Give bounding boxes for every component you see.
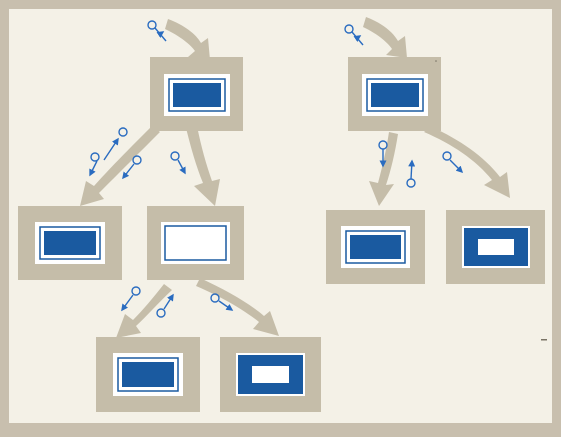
key-icon-grandchild-branch-3 <box>210 293 234 311</box>
key-icon-right-branch-3 <box>442 151 464 174</box>
screen-root-right <box>348 57 441 131</box>
key-icon-right-branch-1 <box>378 140 388 168</box>
key-icon-grandchild-branch-2 <box>156 293 174 318</box>
screen-left-child-right <box>147 206 244 280</box>
screen-root-left <box>150 57 243 131</box>
key-icon-grandchild-branch-1 <box>121 286 141 312</box>
big-arrow-icon-middle-to-grandchild-left <box>116 284 172 338</box>
screen-left-child-left <box>18 206 122 280</box>
screen-right-child-right <box>446 210 545 284</box>
screen-grandchild-left <box>96 337 200 412</box>
paper-specks <box>435 60 547 341</box>
big-arrow-icon-middle-to-grandchild-right <box>196 278 279 336</box>
screen-grandchild-right <box>220 337 321 412</box>
big-arrow-icon-root-to-left <box>80 126 160 206</box>
big-arrow-icon-right-root-to-right <box>424 126 510 198</box>
key-annotations <box>89 20 464 318</box>
big-arrows <box>80 17 510 338</box>
key-icon-left-branch-2 <box>103 127 128 161</box>
screen-right-child-left <box>326 210 425 284</box>
key-icon-left-branch-3 <box>122 155 142 180</box>
big-arrow-icon-right-root-to-left <box>369 132 398 206</box>
big-arrow-icon-entry-left <box>165 19 210 60</box>
key-icon-entry-right <box>344 24 363 46</box>
key-icon-entry-left <box>147 20 166 42</box>
big-arrow-icon-root-to-middle <box>186 126 220 206</box>
key-icon-right-branch-2 <box>406 159 416 188</box>
key-icon-left-branch-1 <box>89 152 100 177</box>
key-icon-middle-branch <box>170 151 186 175</box>
big-arrow-icon-entry-right <box>363 17 407 58</box>
